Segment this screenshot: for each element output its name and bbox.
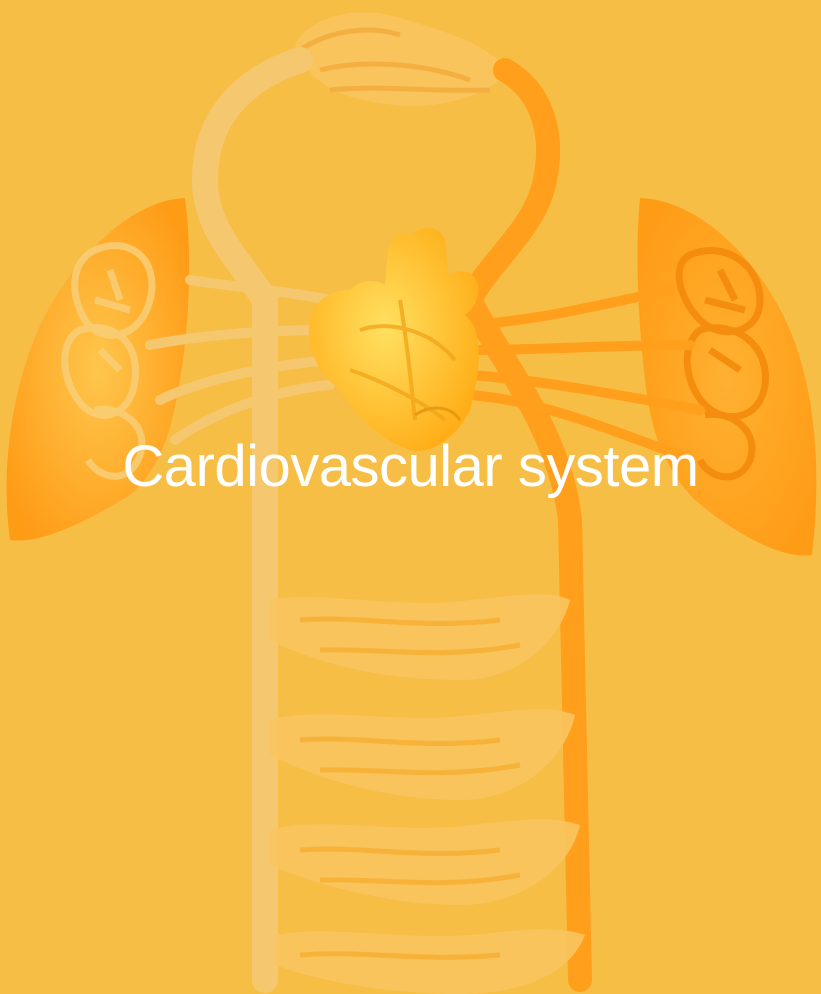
diagram-title: Cardiovascular system xyxy=(0,432,821,502)
heart-icon xyxy=(309,228,479,451)
head-capillary-bed xyxy=(295,12,510,106)
body-capillary-beds xyxy=(270,594,585,994)
